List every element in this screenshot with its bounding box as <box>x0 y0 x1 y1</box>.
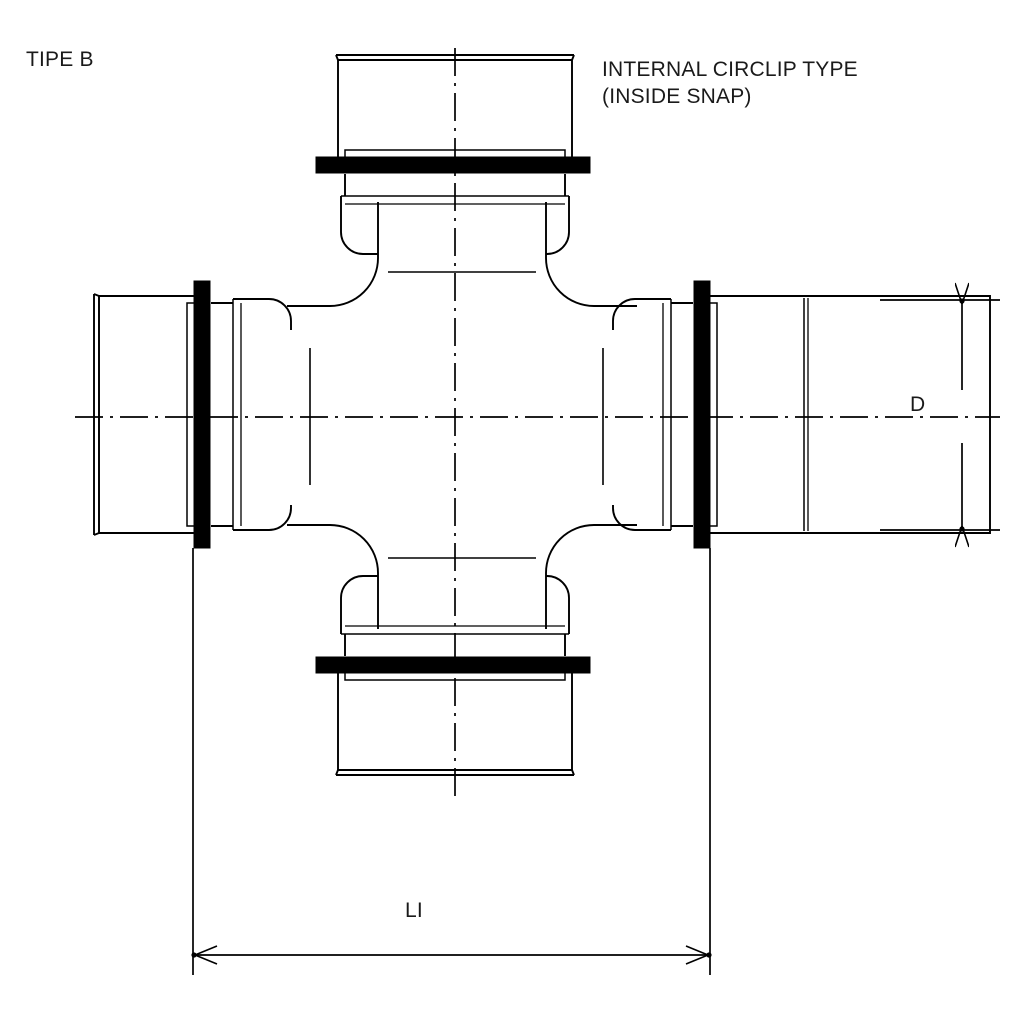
centerlines-group <box>75 48 1000 800</box>
dimension-label-d: D <box>910 393 926 416</box>
bottom-circlip-band <box>315 656 591 674</box>
joint-outline-group <box>93 54 991 776</box>
circlip-type-note: INTERNAL CIRCLIP TYPE (INSIDE SNAP) <box>602 57 858 111</box>
left-arm <box>93 293 292 536</box>
circlip-type-note-line1: INTERNAL CIRCLIP TYPE <box>602 58 858 81</box>
top-circlip-band <box>315 156 591 174</box>
drawing-title-label: TIPE B <box>26 48 94 71</box>
dimension-label-li: LI <box>405 899 423 922</box>
circlip-type-note-line2: (INSIDE SNAP) <box>602 84 752 108</box>
dimension-LI-group <box>191 548 712 975</box>
right-arm <box>612 295 991 534</box>
right-circlip-band <box>693 280 711 549</box>
left-circlip-band <box>193 280 211 549</box>
center-cross-body <box>287 202 637 629</box>
dimension-D-group <box>880 298 1000 531</box>
